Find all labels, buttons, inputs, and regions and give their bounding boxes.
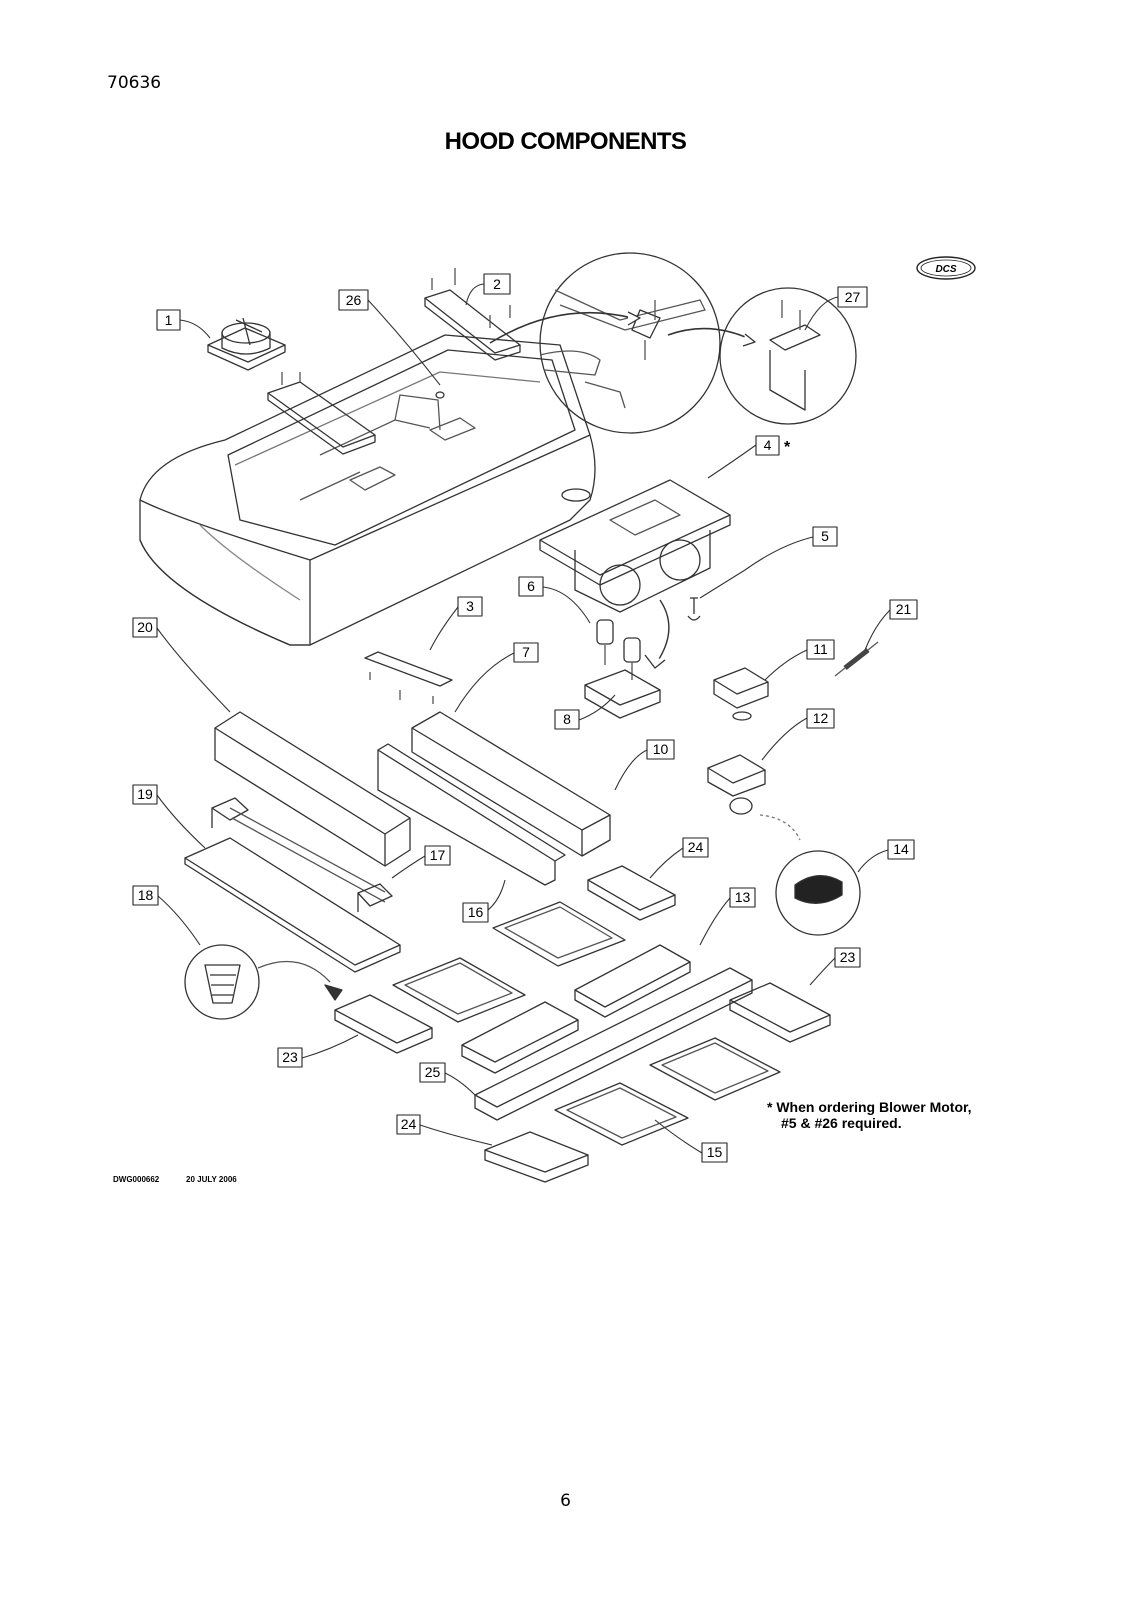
part-18-bulb bbox=[184, 944, 343, 1020]
hood-body bbox=[139, 334, 596, 646]
callout-label: 7 bbox=[522, 644, 530, 660]
page-number: 6 bbox=[560, 1491, 571, 1511]
callout-label: 16 bbox=[468, 904, 484, 920]
part-4-blower-assembly bbox=[539, 479, 731, 613]
part-21-fuse bbox=[834, 641, 879, 677]
callout-label: 1 bbox=[165, 312, 173, 328]
callout-label: 15 bbox=[707, 1144, 723, 1160]
callout-label: 11 bbox=[813, 641, 828, 657]
asterisk-mark: * bbox=[784, 439, 791, 456]
part-25-long-rail bbox=[474, 967, 753, 1121]
document-number: 70636 bbox=[107, 73, 162, 93]
callout-label: 10 bbox=[653, 741, 669, 757]
part-24-lower-tray bbox=[484, 1131, 589, 1183]
callout-label: 26 bbox=[346, 292, 362, 308]
callout-label: 2 bbox=[493, 276, 501, 292]
note-line-1: * When ordering Blower Motor, bbox=[767, 1099, 972, 1115]
callout-label: 5 bbox=[821, 528, 829, 544]
callout-label: 13 bbox=[735, 889, 751, 905]
page-title: HOOD COMPONENTS bbox=[444, 128, 687, 155]
detail-circle-bracket bbox=[539, 252, 721, 434]
detail-circle-clip bbox=[719, 287, 857, 425]
filter-lower-right bbox=[649, 1037, 781, 1101]
callout-boxes bbox=[132, 273, 918, 1163]
logo-text: DCS bbox=[935, 264, 956, 275]
dcs-logo bbox=[916, 256, 976, 280]
part-1-duct-collar bbox=[207, 317, 286, 371]
callout-label: 25 bbox=[425, 1064, 441, 1080]
callout-label: 4 bbox=[764, 437, 772, 453]
callout-label: 18 bbox=[138, 887, 154, 903]
callout-label: 20 bbox=[137, 619, 153, 635]
part-23-tray-left bbox=[334, 994, 433, 1054]
part-15-filter bbox=[554, 1082, 689, 1146]
callout-label: 24 bbox=[401, 1116, 417, 1132]
part-5-screw bbox=[687, 597, 701, 621]
filter-upper bbox=[492, 901, 626, 967]
mounting-bracket-right bbox=[424, 268, 521, 361]
filter-left bbox=[392, 957, 526, 1023]
drawing-date: 20 JULY 2006 bbox=[186, 1175, 237, 1184]
mounting-bracket-left bbox=[267, 372, 376, 455]
part-14-knob bbox=[775, 850, 861, 936]
drawing-number: DWG000662 bbox=[113, 1175, 160, 1184]
part-7-channel bbox=[411, 711, 611, 857]
leader-lines bbox=[156, 283, 891, 1154]
part-8-capacitor-bracket bbox=[584, 669, 661, 719]
callout-labels: 1 2 26 27 4 5 6 3 20 21 7 11 8 12 10 19 … bbox=[137, 276, 911, 1160]
note-line-2: #5 & #26 required. bbox=[781, 1115, 902, 1131]
part-6-capacitors bbox=[596, 619, 641, 680]
callout-label: 3 bbox=[466, 598, 474, 614]
callout-label: 6 bbox=[527, 578, 535, 594]
part-24-upper-tray bbox=[587, 865, 676, 921]
part-12-switch bbox=[707, 754, 766, 815]
part-20-light-box bbox=[214, 711, 411, 867]
part-3-strip bbox=[364, 651, 453, 704]
callout-label: 27 bbox=[845, 289, 861, 305]
part-16-rail bbox=[377, 743, 566, 886]
part-13-channel bbox=[574, 944, 691, 1018]
part-11-switch bbox=[713, 667, 769, 721]
callout-label: 23 bbox=[840, 949, 856, 965]
callout-label: 21 bbox=[896, 601, 912, 617]
callout-label: 8 bbox=[563, 711, 571, 727]
callout-label: 23 bbox=[282, 1049, 298, 1065]
callout-label: 19 bbox=[137, 786, 153, 802]
part-23-tray-right bbox=[729, 982, 831, 1043]
callout-label: 24 bbox=[688, 839, 704, 855]
callout-label: 14 bbox=[893, 841, 909, 857]
callout-label: 17 bbox=[430, 847, 446, 863]
channel-mid bbox=[461, 1001, 579, 1074]
callout-label: 12 bbox=[813, 710, 829, 726]
part-19-light-panel bbox=[184, 797, 401, 973]
